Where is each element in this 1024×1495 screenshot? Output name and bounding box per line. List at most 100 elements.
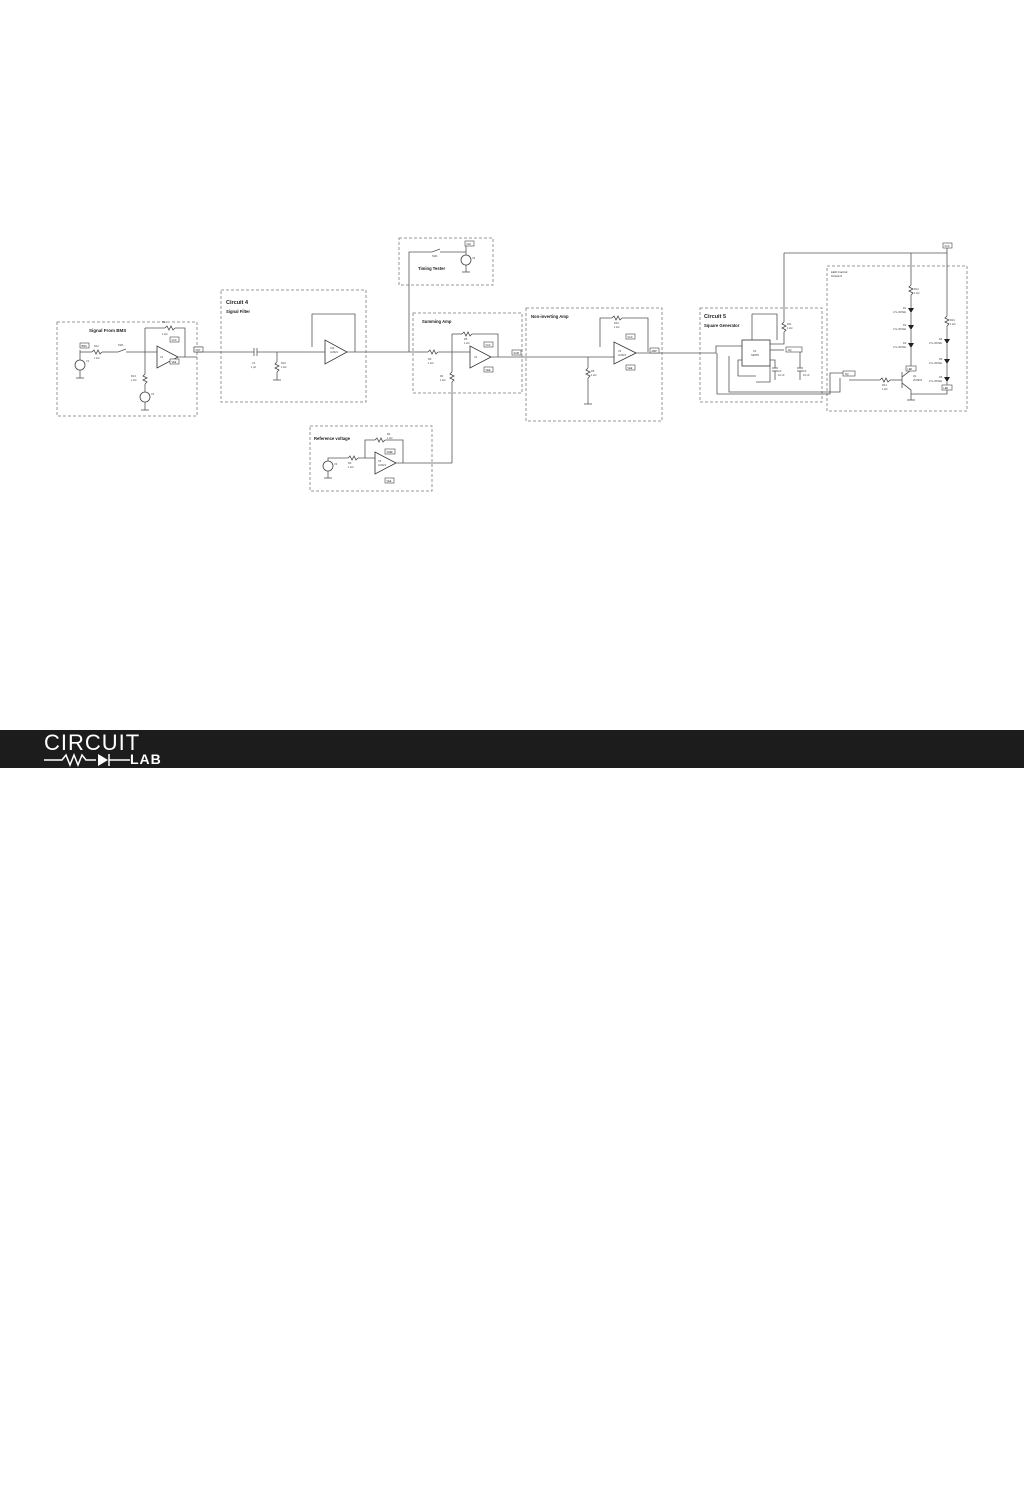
net-vee-3: VEE (625, 364, 636, 371)
r4-value: 1 kΩ (440, 378, 445, 382)
logo-waveform-icon (44, 753, 130, 767)
r4-label: R4 (440, 374, 444, 378)
c3-value: 10 nF (803, 373, 810, 377)
signal-from-bms-circuit (74, 325, 203, 411)
r10-label: R10 (614, 321, 619, 325)
timing-switch-label: SW1 (432, 254, 438, 258)
net-sq-led-label: SQ (845, 373, 849, 376)
non-inverting-amp-title: Non-inverting Amp (531, 314, 569, 319)
timing-tester-title: Timing Tester (418, 266, 445, 271)
circuit-url[interactable]: http://circuitlab.com/cwp2n226c57n3 (218, 1479, 445, 1495)
net-vee-1: VEE (169, 358, 180, 365)
net-sum-label: SUM (514, 352, 519, 355)
x5-part: LM324 (378, 463, 386, 467)
net-vcc-3: VCC (625, 333, 636, 340)
x3-label: X3 (618, 349, 622, 353)
r12-label: R12 (94, 344, 99, 348)
logo-text-bottom: LAB (130, 751, 162, 767)
net-vcc-led: VCC (942, 242, 953, 249)
r-ref-label: R3 (348, 461, 352, 465)
circuit-title-line: aa_ee_oo / Cricuit 5-6 (218, 1462, 360, 1478)
r3-label: R3 (428, 357, 432, 361)
net-amp-label: AMP (652, 350, 658, 353)
net-out-label: OUT (196, 349, 202, 352)
net-vcc-3-label: VCC (628, 336, 633, 339)
net-out: OUT (193, 346, 204, 353)
net-vref: VREF (384, 448, 396, 455)
reference-voltage-box (309, 425, 433, 492)
x3-part: LM324 (618, 353, 626, 357)
square-generator-box (699, 307, 823, 403)
r6-label: R6 (591, 369, 595, 373)
r16-value: 1 kΩ (281, 365, 286, 369)
circuit5-title: Circuit 5 (704, 314, 726, 320)
non-inverting-amp-box (525, 307, 663, 422)
r-ref-fb-value: 1 kΩ (387, 436, 392, 440)
circuit-name[interactable]: Cricuit 5-6 (291, 1462, 361, 1478)
r12-led-value: 1 kΩ (914, 291, 919, 295)
r-ref-value: 1 kΩ (348, 465, 353, 469)
led-control-circuit (784, 248, 950, 401)
author-link[interactable]: aa_ee_oo (218, 1462, 281, 1478)
d4-label: D4 (939, 337, 943, 341)
d6-label: D6 (939, 375, 943, 379)
led-control-box (826, 265, 968, 412)
r3-value: 1 kΩ (428, 361, 433, 365)
circuitlab-logo[interactable]: CIRCUIT LAB (44, 732, 184, 768)
net-led-2-label: LED (944, 387, 949, 390)
r12-led-label: R12 (914, 287, 919, 291)
d5-label: D5 (939, 357, 943, 361)
summing-amp-circuit (408, 285, 526, 463)
r14-label: R14 (162, 320, 167, 324)
net-sq-led: SQ (842, 370, 856, 377)
q1-part: 2N3904 (913, 378, 923, 382)
d6-part: LTL-307EE (929, 379, 942, 383)
q1-label: Q1 (913, 374, 917, 378)
timing-tester-circuit (408, 245, 472, 285)
reference-voltage-title: Reference voltage (314, 436, 351, 441)
x4-part: NE555 (751, 353, 759, 357)
summing-amp-box (412, 312, 523, 394)
r10-value: 1 kΩ (614, 325, 619, 329)
signal-filter-circuit (197, 313, 413, 381)
net-vee-ref: VEE (384, 477, 395, 484)
net-led-1-label: LED (908, 368, 913, 371)
net-vee-ref-label: VEE (387, 480, 392, 483)
r14-led-label: R14 (882, 383, 887, 387)
reference-voltage-circuit (322, 437, 452, 479)
r11-value: 1 kΩ (787, 326, 792, 330)
net-vref-label: VREF (387, 451, 394, 454)
d1-label: D1 (903, 306, 907, 310)
r13-value: 1 kΩ (131, 378, 136, 382)
net-vee-1-label: VEE (172, 361, 177, 364)
logo-text-top: CIRCUIT (44, 730, 141, 755)
x1-label: X1 (160, 355, 164, 359)
r-ref-fb-label: R4 (387, 432, 391, 436)
net-sq-label: SQ (788, 349, 792, 352)
net-led-2: LED (941, 384, 953, 391)
schematic-canvas: Signal From BMS Circuit 4 Signal Filter … (56, 237, 968, 492)
net-amp: AMP (649, 347, 660, 354)
square-generator-circuit (700, 253, 849, 395)
d5-part: LTL-307EE (929, 361, 942, 365)
net-clk: CLK (464, 240, 475, 247)
c2-label: C2 (778, 369, 782, 373)
r13-led-value: 1 kΩ (950, 322, 955, 326)
net-vcc-2: VCC (483, 341, 494, 348)
led-control-title: LED Control (831, 270, 848, 274)
net-vcc-1: VCC (169, 336, 180, 343)
x11-part: LM324 (330, 350, 338, 354)
v1-label: V1 (86, 359, 90, 363)
circuit4-subtitle: Signal Filter (226, 309, 250, 314)
r11-label: R11 (787, 322, 792, 326)
d1-part: LTL-307EE (893, 310, 906, 314)
x2-label: X2 (474, 355, 478, 359)
r14-value: 1 kΩ (162, 332, 167, 336)
c2-value: 10 nF (778, 373, 785, 377)
timing-tester-box (398, 237, 494, 286)
x11-label: X11 (330, 346, 335, 350)
d3-part: LTL-307EE (893, 345, 906, 349)
net-vcc-2-label: VCC (486, 344, 491, 347)
signal-filter-box (220, 289, 367, 403)
net-bms: BMS (79, 342, 90, 349)
